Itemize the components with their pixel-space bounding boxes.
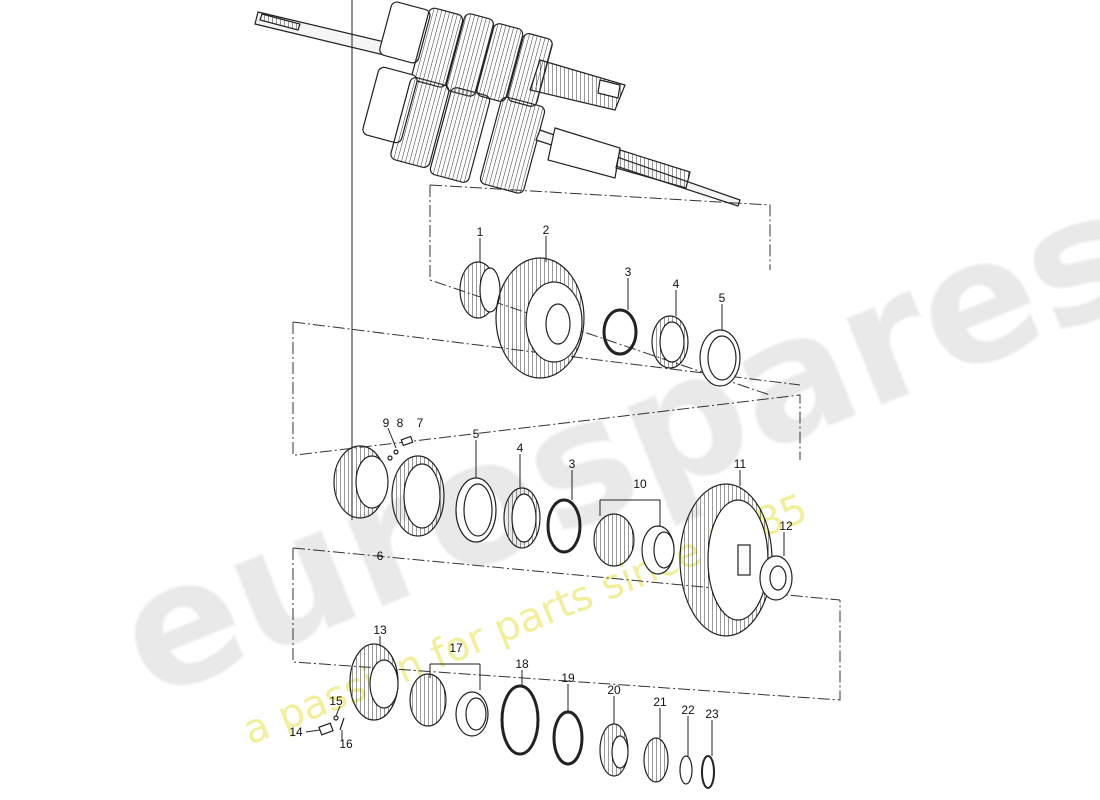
- callout-7: 7: [417, 416, 424, 430]
- callout-15: 15: [329, 694, 343, 708]
- circlip-22: [679, 755, 693, 785]
- callout-12: 12: [779, 519, 793, 533]
- ring-3-mid: [546, 498, 582, 554]
- callout-23: 23: [705, 707, 719, 721]
- synchro-ring-4-top: [651, 315, 689, 369]
- synchro-ring-4-mid: [503, 487, 541, 549]
- callout-21: 21: [653, 695, 667, 709]
- watermark: eurospares a passion for parts since 198…: [90, 151, 1100, 754]
- synchro-hub-6: [333, 445, 445, 537]
- synchro-ring-5-top: [699, 329, 741, 387]
- gear-2: [495, 257, 585, 379]
- callout-9: 9: [383, 416, 390, 430]
- bearing-21: [643, 737, 669, 783]
- callout-13: 13: [373, 623, 387, 637]
- callout-3-mid: 3: [569, 457, 576, 471]
- gear-11: [679, 483, 773, 637]
- small-parts-14-15-16: [318, 715, 345, 736]
- gear-13: [349, 643, 399, 721]
- callout-16: 16: [339, 737, 353, 751]
- detent-parts-7-8-9: [387, 435, 414, 461]
- callout-4: 4: [673, 277, 680, 291]
- callout-22: 22: [681, 703, 695, 717]
- gearbox-shaft-assembly: [254, 1, 741, 207]
- watermark-brand: eurospares: [91, 152, 1100, 738]
- callout-17: 17: [449, 641, 463, 655]
- needle-bearing-1: [459, 261, 501, 319]
- callout-18: 18: [515, 657, 529, 671]
- callout-labels: 1 2 3 4 5 5 4 3 9 8 7 6 10 11 12 13 17 1…: [289, 223, 793, 751]
- callout-11: 11: [734, 457, 747, 471]
- needle-bearing-10: [593, 513, 675, 575]
- leader-lines: [305, 0, 785, 756]
- callout-2: 2: [543, 223, 550, 237]
- callout-14: 14: [289, 725, 303, 739]
- synchro-ring-5-mid: [455, 477, 497, 543]
- ring-19: [552, 710, 584, 766]
- bearing-17: [409, 673, 489, 737]
- callout-6: 6: [377, 549, 384, 563]
- callout-5: 5: [719, 291, 726, 305]
- callout-10: 10: [633, 477, 647, 491]
- circlip-23: [701, 755, 715, 789]
- callout-20: 20: [607, 683, 621, 697]
- callout-8: 8: [397, 416, 404, 430]
- callout-5-mid: 5: [473, 427, 480, 441]
- callout-19: 19: [561, 671, 575, 685]
- ring-18: [500, 684, 540, 756]
- washer-12: [759, 555, 793, 601]
- gear-20: [599, 723, 629, 777]
- callout-4-mid: 4: [517, 441, 524, 455]
- callout-1: 1: [477, 225, 484, 239]
- callout-3: 3: [625, 265, 632, 279]
- ring-3-top: [602, 308, 638, 356]
